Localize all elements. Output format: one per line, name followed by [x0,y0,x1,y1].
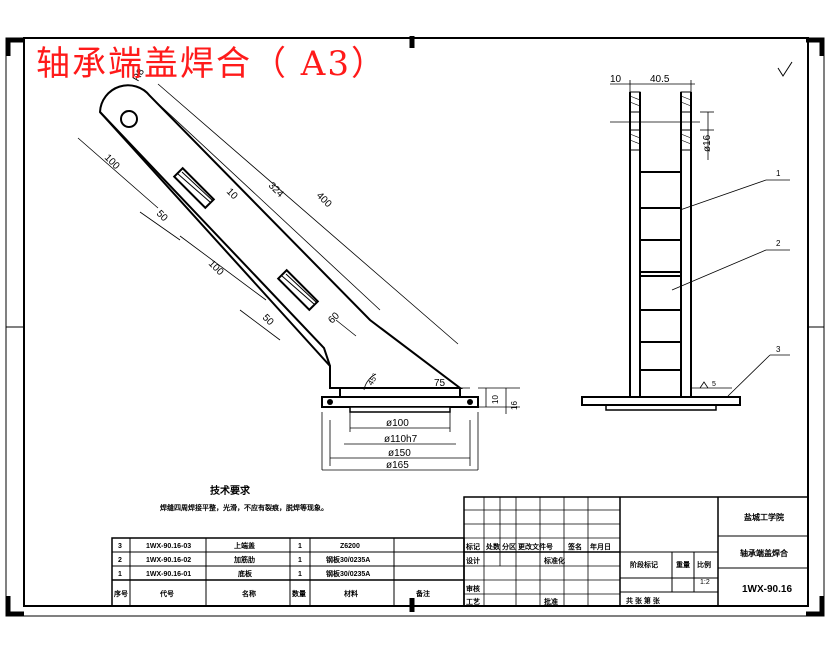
bom-row-2-code: 1WX-90.16-02 [146,557,191,564]
tb-weight: 重量 [676,560,690,569]
svg-text:更改文件号: 更改文件号 [518,542,553,551]
tech-req-text: 焊缝四周焊接平整，光滑，不应有裂痕，脱焊等现象。 [160,503,328,512]
tb-drawing-name: 轴承端盖焊合 [740,548,789,558]
callout-2: 2 [776,239,781,248]
bom-row-1-no: 1 [118,571,122,578]
dim-phi165: ø165 [386,460,409,471]
tb-scale-value: 1:2 [700,579,710,586]
dim-phi100: ø100 [386,418,409,429]
base-plate [321,396,479,408]
bom-row-2-qty: 1 [298,557,302,564]
tb-drawing-no: 1WX-90.16 [742,584,792,595]
svg-text:序号: 序号 [113,589,128,598]
dim-10-base: 10 [491,395,500,404]
dim-100-mid: 100 [206,258,226,278]
dim-phi150: ø150 [388,448,411,459]
dim-10-right: 10 [610,74,622,85]
dim-50-low: 50 [260,312,276,328]
bom-row-1-code: 1WX-90.16-01 [146,571,191,578]
tb-scale: 比例 [697,560,711,569]
bom-row-2-name: 加筋肋 [233,555,255,564]
tech-req-title: 技术要求 [210,484,251,497]
dim-75: 75 [434,378,446,389]
bom-row-2-no: 2 [118,557,122,564]
roughness-symbol [777,61,793,77]
dim-400: 400 [314,190,334,210]
right-view: 10 40.5 ø16 1 2 3 5 [581,61,793,411]
bom-row-3-code: 1WX-90.16-03 [146,543,191,550]
dim-50-top: 50 [154,208,170,224]
tb-design: 设计 [466,556,480,565]
bom-row-1-name: 底板 [238,569,253,578]
bom-row-3-no: 3 [118,543,122,550]
bom-row-2-material: 钢板30/0235A [326,555,370,564]
svg-text:处数: 处数 [485,542,501,551]
callout-3: 3 [776,345,781,354]
dim-40-5: 40.5 [650,74,670,85]
svg-text:代号: 代号 [159,589,174,598]
svg-text:数量: 数量 [292,589,306,598]
dim-phi110h7: ø110h7 [384,434,418,445]
tb-stage: 阶段标记 [630,560,658,569]
corner-marks [5,36,825,617]
bom-row-3-name: 上端盖 [234,541,255,550]
tb-school: 盐城工学院 [744,512,784,522]
svg-text:备注: 备注 [415,589,430,598]
dim-45deg: 45° [366,372,380,387]
bom-row-3-material: Z6200 [340,543,360,550]
dim-324: 324 [266,180,286,200]
title-block-rev-labels: 标记 处数 分区 更改文件号 签名 年月日 [465,542,611,551]
weld-size: 5 [712,381,716,388]
sheet-title: 轴承端盖焊合（ A3） [36,44,387,84]
svg-text:分区: 分区 [502,542,516,551]
arm-outline [98,84,463,389]
dim-16-base: 16 [510,401,519,410]
title-block: 标记 处数 分区 更改文件号 签名 年月日 设计 标准化 审核 工艺 批准 阶段… [463,496,809,607]
tb-sheets: 共 张 第 张 [626,596,661,605]
arm-hole [120,110,138,128]
tb-standard: 标准化 [543,556,565,565]
dim-100-left: 100 [102,152,122,172]
tb-review: 审核 [466,584,480,593]
tb-process: 工艺 [466,597,480,606]
left-view: R8 100 324 400 10 50 100 50 60 45° 75 10… [77,67,520,471]
svg-text:名称: 名称 [242,589,256,598]
bom-header: 序号 代号 名称 数量 材料 备注 [113,589,430,598]
svg-text:年月日: 年月日 [590,542,611,551]
dim-phi16: ø16 [702,134,713,152]
dim-60: 60 [326,310,342,326]
bom-table: 3 1WX-90.16-03 上端盖 1 Z6200 2 1WX-90.16-0… [111,537,465,607]
bom-rows: 3 1WX-90.16-03 上端盖 1 Z6200 2 1WX-90.16-0… [118,541,370,578]
callout-1: 1 [776,169,781,178]
bom-row-3-qty: 1 [298,543,302,550]
dim-10: 10 [224,186,240,202]
bom-row-1-qty: 1 [298,571,302,578]
svg-text:标记: 标记 [465,542,480,551]
svg-text:材料: 材料 [343,589,358,598]
svg-text:签名: 签名 [567,542,582,551]
bom-row-1-material: 钢板30/0235A [326,569,370,578]
tb-approve: 批准 [544,597,558,606]
